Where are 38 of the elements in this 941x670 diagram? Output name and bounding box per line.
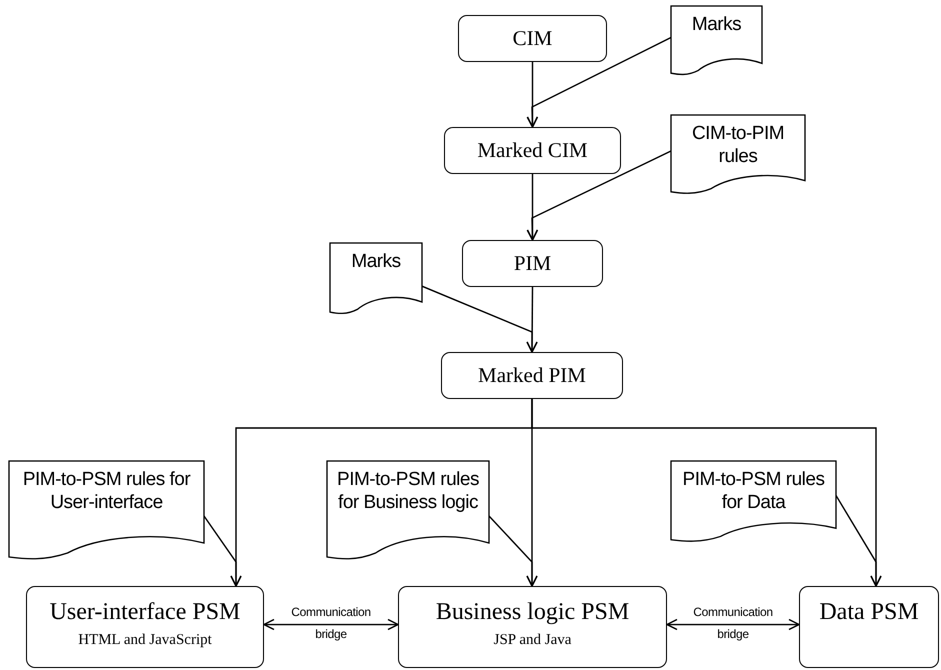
process-box [444,127,621,174]
node-subtitle: JSP and Java [494,632,572,649]
node-title: Marks [690,14,742,37]
node-title: CIM [512,26,552,51]
node-title: Marked CIM [477,138,588,163]
arrow [526,36,672,128]
document-shape [327,461,489,561]
edge-label: Communication bridge [290,604,372,643]
node-title: CIM-to-PIM rules [690,123,786,169]
node-title: Marks [350,251,402,274]
node-title: PIM-to-PSM rules for User-interface [22,469,192,515]
node-title: PIM [514,251,552,276]
process-box [458,15,607,62]
node-title: PIM-to-PSM rules for Data [682,469,826,515]
arrow [835,495,882,587]
document-shape [9,461,204,561]
process-box [462,240,603,287]
process-box [799,586,939,668]
process-box [26,586,264,668]
document-shape [671,461,836,543]
arrow [263,618,399,630]
arrow [488,516,538,587]
process-box [398,586,667,668]
arrow [422,286,538,353]
node-title: Marked PIM [478,363,586,388]
node-title: Business logic PSM [436,599,630,626]
arrow [666,618,800,630]
arrow [203,516,242,587]
node-subtitle: HTML and JavaScript [78,632,212,649]
node-title: Data PSM [819,599,919,626]
arrow [526,150,672,241]
document-shape [330,243,422,315]
edge-label: Communication bridge [692,604,774,643]
document-shape [671,6,762,76]
document-shape [671,115,805,195]
node-title: User-interface PSM [50,599,240,626]
process-box [441,352,623,399]
node-title: PIM-to-PSM rules for Business logic [336,469,480,515]
